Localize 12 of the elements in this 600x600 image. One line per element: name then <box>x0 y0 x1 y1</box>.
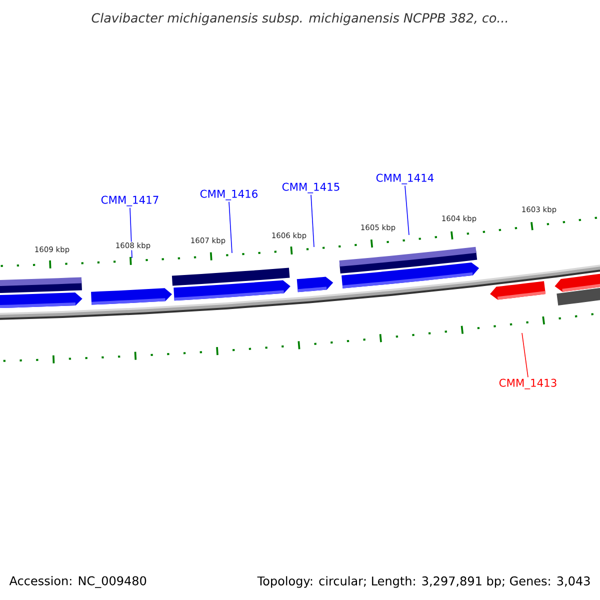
leader-line <box>404 185 410 236</box>
genome-info-label: Topology: circular; Length: 3,297,891 bp; Genes: 3,043 <box>257 576 590 588</box>
accession-label: Accession: NC_009480 <box>9 576 146 588</box>
gene-label: CMM_1414 <box>376 174 434 184</box>
leader-line <box>228 201 232 254</box>
leader-line <box>310 194 314 248</box>
leader-line <box>522 332 528 378</box>
gene-label: CMM_1417 <box>101 196 158 206</box>
gene-label: CMM_1415 <box>282 182 340 194</box>
gene-label: CMM_1413 <box>499 378 556 390</box>
gene-label: CMM_1416 <box>200 190 258 200</box>
title: Clavibacter michiganensis subsp. michiganensis NCPPB 382, co... <box>92 12 508 26</box>
